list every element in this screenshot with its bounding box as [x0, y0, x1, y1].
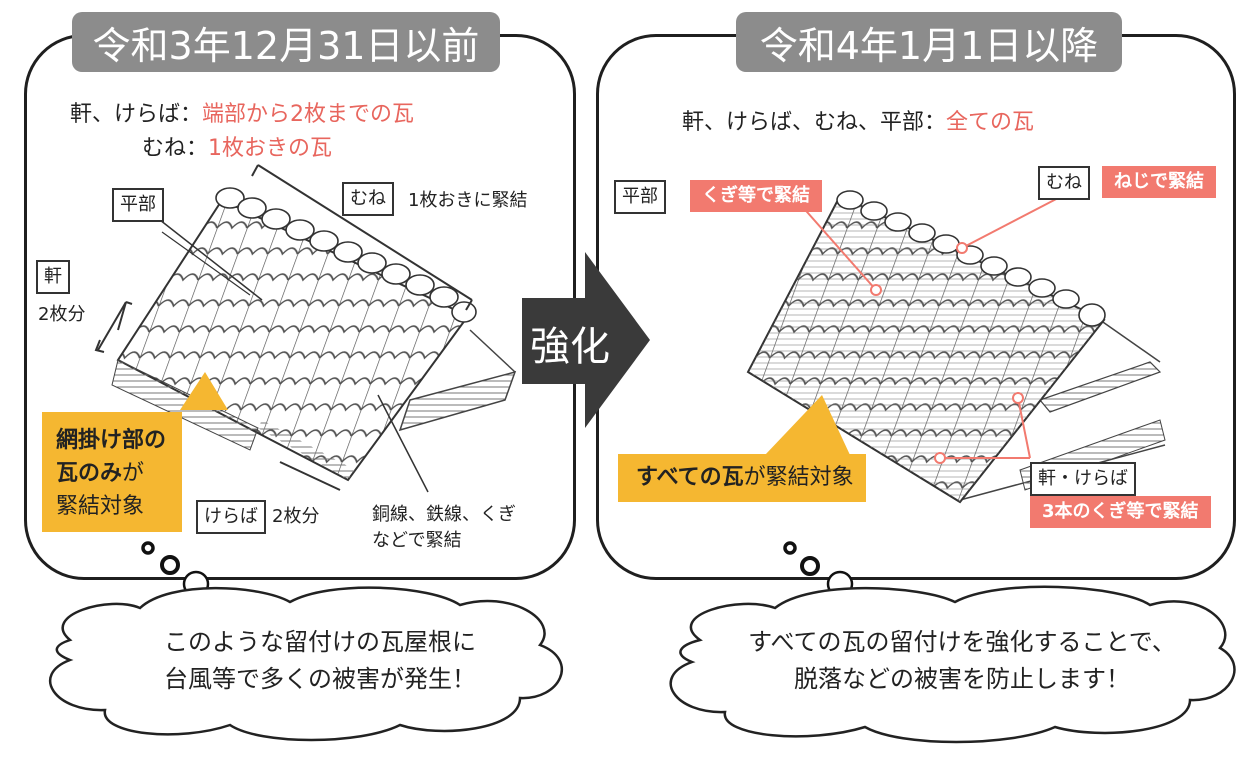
left-line1-label: 軒、けらば： — [70, 102, 203, 127]
left-label-noki: 軒 — [36, 260, 70, 294]
left-line2-value: 1枚おきの瓦 — [208, 136, 333, 161]
left-wire-note-2: などで緊結 — [372, 530, 462, 551]
right-line1-value: 全ての瓦 — [946, 110, 1035, 135]
right-hirabu-note: くぎ等で緊結 — [690, 180, 822, 212]
right-noki-note: 3本のくぎ等で緊結 — [1030, 496, 1211, 528]
left-cloud-text: このような留付けの瓦屋根に 台風等で多くの被害が発生！ — [110, 624, 530, 698]
left-cloud-line2: 台風等で多くの被害が発生！ — [164, 665, 476, 693]
right-callout-a: すべての瓦 — [636, 465, 744, 490]
left-label-keraba: けらば — [196, 500, 266, 534]
left-line1-value: 端部から2枚までの瓦 — [202, 102, 415, 127]
right-header-text: 令和4年1月1日以降 — [759, 23, 1099, 68]
left-callout-line2b: が — [122, 461, 145, 486]
right-cloud-line2: 脱落などの被害を防止します！ — [794, 665, 1130, 693]
left-noki-count: 2枚分 — [38, 304, 86, 325]
strengthen-arrow — [522, 252, 650, 428]
right-callout-pointer — [765, 395, 850, 455]
left-header: 令和3年12月31日以前 — [72, 12, 500, 72]
left-cloud-line1: このような留付けの瓦屋根に — [164, 628, 476, 656]
right-cloud-text: すべての瓦の留付けを強化することで、 脱落などの被害を防止します！ — [722, 624, 1202, 698]
right-label-noki-keraba: 軒・けらば — [1030, 462, 1136, 496]
right-label-hirabu: 平部 — [614, 180, 666, 214]
left-line2-label: むね： — [142, 136, 209, 161]
left-callout: 網掛け部の 瓦のみが 緊結対象 — [42, 412, 182, 532]
right-cloud-line1: すべての瓦の留付けを強化することで、 — [748, 628, 1176, 656]
right-line1: 軒、けらば、むね、平部：全ての瓦 — [682, 104, 1034, 136]
left-keraba-count: 2枚分 — [272, 506, 320, 527]
left-header-text: 令和3年12月31日以前 — [92, 23, 480, 68]
right-cloud — [669, 585, 1236, 744]
left-wire-note-1: 銅線、鉄線、くぎ — [372, 504, 516, 525]
left-callout-line3: 緊結対象 — [56, 494, 145, 519]
left-roof — [94, 164, 517, 493]
right-callout-b: が緊結対象 — [743, 465, 854, 490]
right-label-mune: むね — [1038, 166, 1090, 200]
right-header: 令和4年1月1日以降 — [736, 12, 1122, 72]
thought-bubbles — [141, 541, 854, 598]
left-callout-line1: 網掛け部の — [56, 428, 167, 453]
right-callout: すべての瓦が緊結対象 — [618, 454, 866, 502]
left-label-hirabu: 平部 — [112, 188, 164, 222]
left-line1: 軒、けらば：端部から2枚までの瓦 — [70, 96, 414, 128]
right-line1-label: 軒、けらば、むね、平部： — [682, 110, 947, 135]
left-cloud — [48, 586, 563, 742]
left-line2: むね：1枚おきの瓦 — [142, 130, 332, 162]
left-mune-note: 1枚おきに緊結 — [408, 190, 528, 211]
left-callout-pointer — [180, 372, 228, 410]
left-callout-line2a: 瓦のみ — [56, 461, 123, 486]
right-mune-note: ねじで緊結 — [1102, 166, 1216, 198]
left-label-mune: むね — [342, 182, 394, 216]
arrow-label: 強化 — [530, 324, 610, 370]
